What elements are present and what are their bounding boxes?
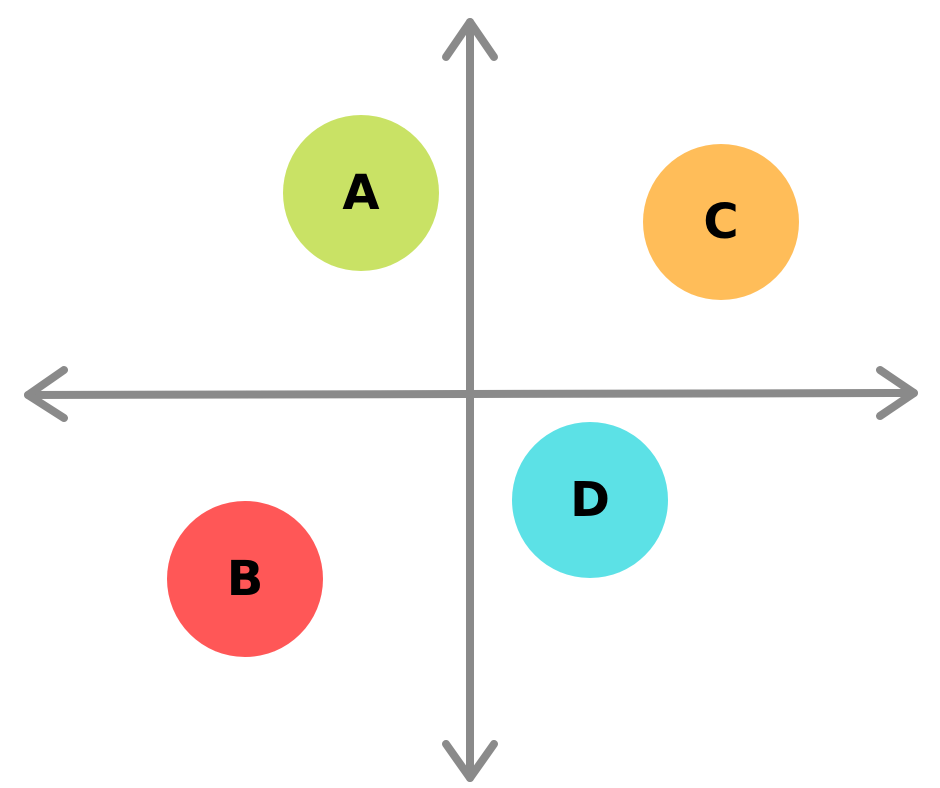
arrow-up-icon — [442, 18, 498, 61]
point-b-label: B — [227, 551, 264, 607]
point-a-circle — [283, 115, 439, 271]
point-c: C — [643, 144, 799, 300]
point-d-circle — [512, 422, 668, 578]
point-a: A — [283, 115, 439, 271]
point-d-label: D — [570, 472, 610, 528]
vertical-axis — [442, 18, 498, 782]
point-b: B — [167, 501, 323, 657]
arrow-down-icon — [442, 740, 498, 782]
point-d: D — [512, 422, 668, 578]
arrow-left-icon — [24, 366, 68, 422]
arrow-right-icon — [876, 366, 918, 420]
point-c-circle — [643, 144, 799, 300]
point-a-label: A — [342, 165, 379, 221]
point-b-circle — [167, 501, 323, 657]
point-c-label: C — [703, 194, 738, 250]
